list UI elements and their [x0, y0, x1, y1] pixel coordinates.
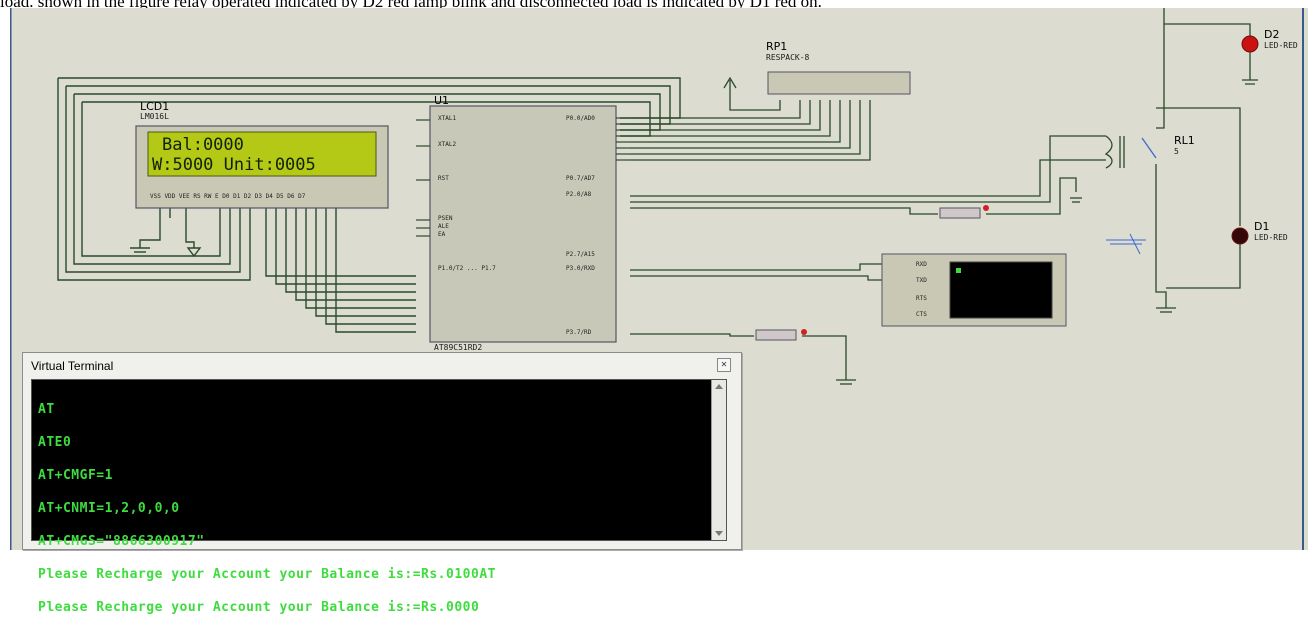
svg-text:RST: RST — [438, 175, 449, 182]
lcd-line-2: W:5000 Unit:0005 — [152, 155, 316, 175]
terminal-screen[interactable]: AT ATE0 AT+CMGF=1 AT+CNMI=1,2,0,0,0 AT+C… — [31, 379, 727, 614]
led-d2-part: LED-RED — [1264, 41, 1298, 50]
svg-text:P2.7/A15: P2.7/A15 — [566, 251, 595, 258]
microcontroller: U1 AT89C51RD2 XTAL1 XTAL2 RST PSEN ALE E… — [416, 94, 630, 352]
svg-text:XTAL1: XTAL1 — [438, 115, 456, 122]
terminal-line: ATE0 — [38, 435, 72, 450]
terminal-device: RXD TXD RTS CTS — [881, 253, 1067, 327]
virtual-terminal-window[interactable]: Virtual Terminal ✕ AT ATE0 AT+CMGF=1 AT+… — [22, 352, 742, 614]
push-button-1 — [939, 205, 989, 219]
figure-caption: load. shown in the figure relay operated… — [0, 0, 822, 10]
svg-text:EA: EA — [438, 231, 446, 238]
ground-symbols — [130, 247, 202, 258]
close-icon[interactable]: ✕ — [717, 358, 731, 372]
led-d1-part: LED-RED — [1254, 233, 1288, 242]
svg-text:P1.0/T2 ... P1.7: P1.0/T2 ... P1.7 — [438, 265, 496, 272]
led-d2: D2 LED-RED — [1164, 23, 1298, 85]
led-d1-ref: D1 — [1254, 220, 1269, 233]
led-d1: D1 LED-RED — [1166, 220, 1288, 289]
power-source — [1106, 233, 1146, 255]
svg-text:RTS: RTS — [916, 295, 927, 302]
lcd-module: Bal:0000 W:5000 Unit:0005 VSS VDD VEE RS… — [135, 100, 389, 209]
relay — [1104, 8, 1241, 308]
led-d2-ref: D2 — [1264, 28, 1279, 41]
svg-text:XTAL2: XTAL2 — [438, 141, 456, 148]
svg-text:RXD: RXD — [916, 261, 927, 268]
lcd-ref: LCD1 — [140, 100, 169, 113]
relay-ref: RL1 — [1174, 134, 1195, 147]
svg-text:P3.0/RXD: P3.0/RXD — [566, 265, 595, 272]
respack-ref: RP1 — [766, 40, 787, 53]
svg-text:P3.7/RD: P3.7/RD — [566, 329, 592, 336]
terminal-line: AT+CNMI=1,2,0,0,0 — [38, 501, 180, 516]
push-button-2 — [755, 329, 807, 341]
schematic-drawing: Bal:0000 W:5000 Unit:0005 VSS VDD VEE RS… — [10, 8, 1304, 550]
svg-text:P0.7/AD7: P0.7/AD7 — [566, 175, 595, 182]
terminal-line: Please Recharge your Account your Balanc… — [38, 567, 496, 582]
svg-text:TXD: TXD — [916, 277, 927, 284]
svg-text:P2.0/A8: P2.0/A8 — [566, 191, 592, 198]
scroll-down-icon[interactable] — [715, 531, 723, 536]
terminal-scrollbar[interactable] — [711, 380, 726, 540]
port0-wires — [630, 76, 871, 161]
svg-text:P0.0/AD0: P0.0/AD0 — [566, 115, 595, 122]
svg-text:PSEN: PSEN — [438, 215, 453, 222]
terminal-output: AT ATE0 AT+CMGF=1 AT+CNMI=1,2,0,0,0 AT+C… — [38, 382, 698, 635]
respack-part: RESPACK-8 — [766, 53, 810, 62]
svg-text:ALE: ALE — [438, 223, 449, 230]
uart-wires — [630, 263, 882, 380]
relay-value: 5 — [1174, 147, 1179, 156]
virtual-terminal-title: Virtual Terminal — [31, 359, 114, 373]
terminal-line: AT+CMGS="8866300917" — [38, 534, 205, 549]
svg-text:VSS VDD VEE RS RW E D0 D1 D2: VSS VDD VEE RS RW E D0 D1 D2 D3 D4 D5 D6… — [150, 193, 306, 200]
terminal-line: AT — [38, 402, 55, 417]
lcd-line-1: Bal:0000 — [162, 135, 244, 155]
lcd-data-wires — [57, 77, 681, 333]
resistor-pack: RP1 RESPACK-8 — [766, 40, 911, 95]
mcu-ref: U1 — [434, 94, 449, 107]
terminal-line: AT+CMGF=1 — [38, 468, 113, 483]
lcd-part: LM016L — [140, 112, 169, 121]
svg-text:CTS: CTS — [916, 311, 927, 318]
mcu-part: AT89C51RD2 — [434, 343, 482, 352]
relay-drive-wires — [630, 135, 1106, 215]
scroll-up-icon[interactable] — [715, 384, 723, 389]
terminal-line: Please Recharge your Account your Balanc… — [38, 600, 480, 615]
ground-right — [836, 307, 1176, 385]
